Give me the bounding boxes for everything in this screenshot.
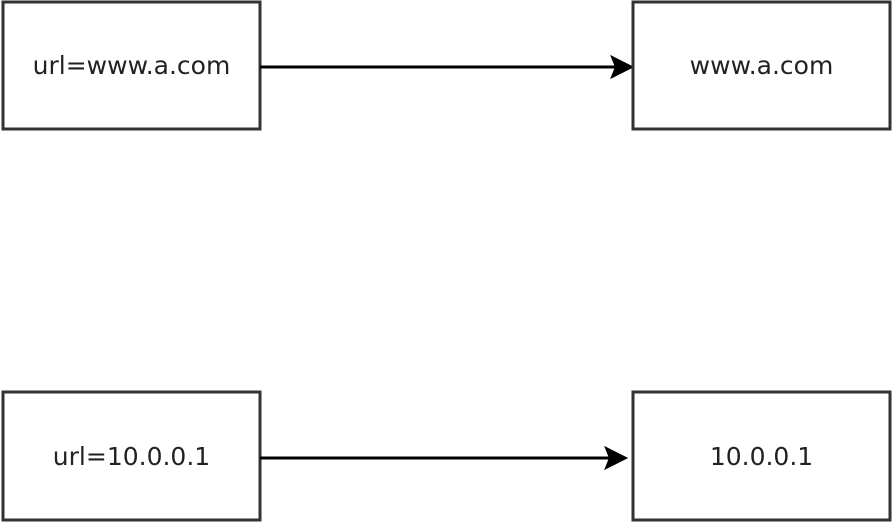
node-label: www.a.com [690, 51, 834, 80]
node-target-ip: 10.0.0.1 [631, 390, 892, 522]
node-box [631, 390, 892, 522]
edge-ip-arrow [260, 445, 629, 471]
node-label: 10.0.0.1 [710, 442, 813, 471]
node-label: url=10.0.0.1 [53, 442, 210, 471]
node-source-url-ip: url=10.0.0.1 [1, 390, 262, 522]
arrowhead-icon [604, 445, 629, 471]
node-source-url-domain: url=www.a.com [1, 0, 262, 131]
node-target-domain: www.a.com [631, 0, 892, 131]
arrowhead-icon [610, 54, 635, 80]
node-box [1, 0, 262, 131]
edge-domain-arrow [260, 54, 635, 80]
node-label: url=www.a.com [33, 51, 231, 80]
node-box [631, 0, 892, 131]
node-box [1, 390, 262, 522]
